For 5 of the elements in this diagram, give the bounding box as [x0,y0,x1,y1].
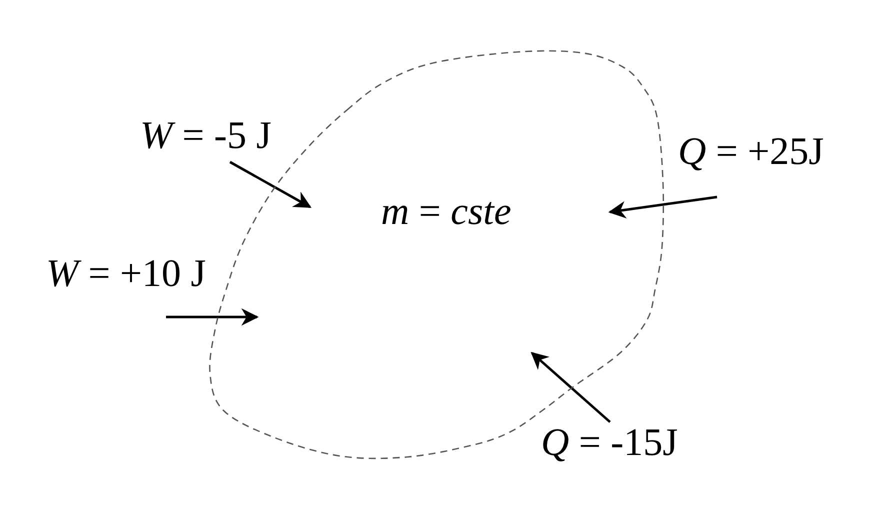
energy-label: Q = +25J [678,132,824,171]
energy-label: Q = -15J [541,423,678,462]
energy-label: W = -5 J [140,116,272,155]
system-label: m = cste [381,192,512,231]
energy-label: W = +10 J [46,254,206,293]
